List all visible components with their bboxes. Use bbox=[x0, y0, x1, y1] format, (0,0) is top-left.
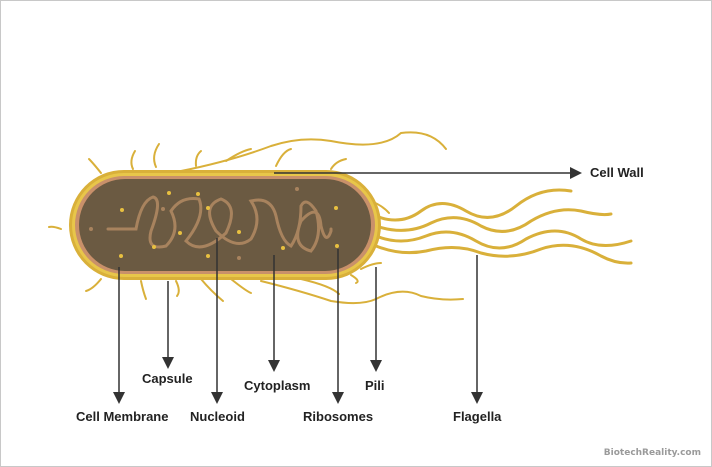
label-cytoplasm: Cytoplasm bbox=[244, 378, 311, 393]
ribosomes bbox=[89, 187, 339, 260]
label-cell-membrane: Cell Membrane bbox=[76, 409, 169, 424]
nucleoid bbox=[106, 195, 333, 253]
label-nucleoid: Nucleoid bbox=[190, 409, 245, 424]
label-flagella: Flagella bbox=[453, 409, 502, 424]
leader-lines bbox=[113, 167, 582, 404]
label-capsule: Capsule bbox=[142, 371, 193, 386]
label-ribosomes: Ribosomes bbox=[303, 409, 374, 424]
label-cell-wall: Cell Wall bbox=[590, 165, 644, 180]
cytoplasm bbox=[79, 179, 371, 271]
watermark: BiotechReality.com bbox=[603, 448, 701, 458]
label-pili: Pili bbox=[365, 378, 385, 393]
flagella bbox=[374, 188, 633, 265]
